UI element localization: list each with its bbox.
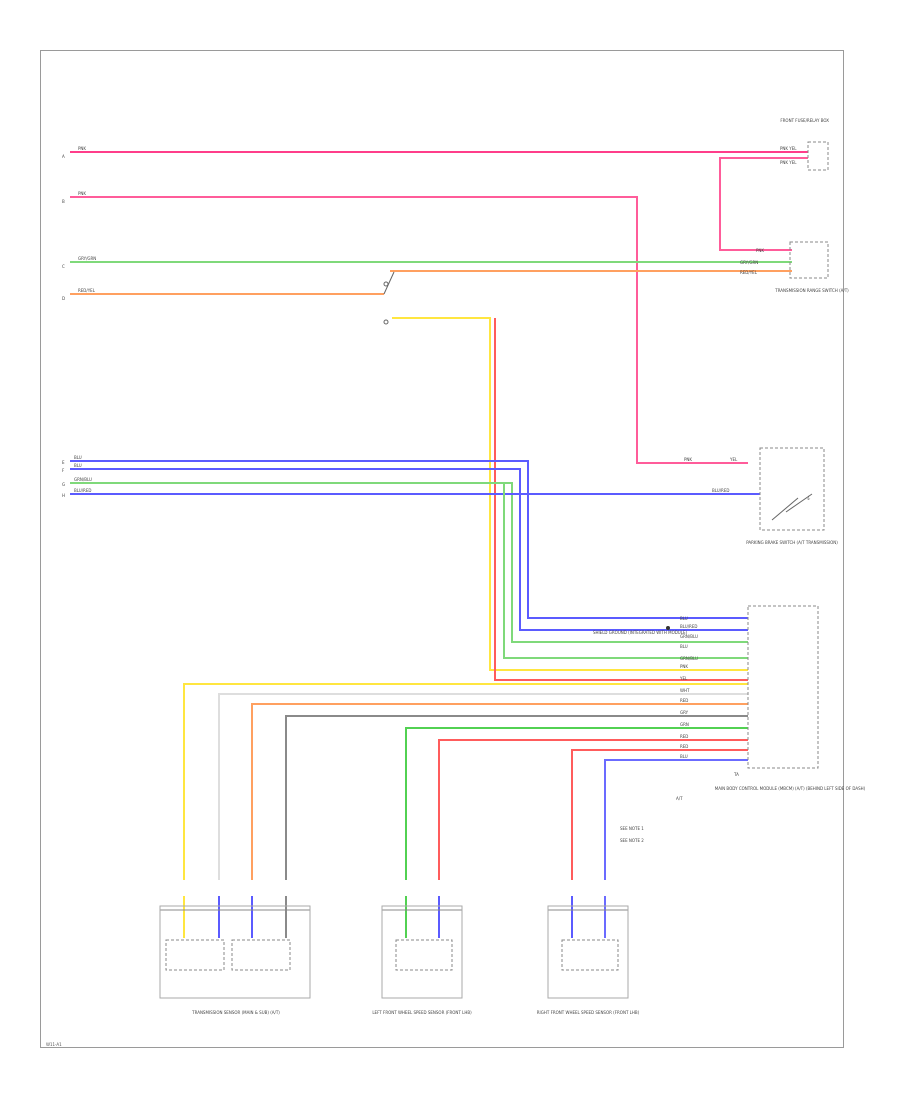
wire-label-g: GRN/BLU xyxy=(74,477,92,482)
module-note-3: SEE NOTE 2 xyxy=(620,838,644,843)
wires xyxy=(70,151,808,938)
wire-red-down xyxy=(494,318,748,681)
fuse-box-pin-2: PNK YEL xyxy=(780,160,797,165)
mod-pin-8: RED xyxy=(680,698,688,703)
mod-pin-7: WHT xyxy=(680,688,690,693)
sensor-right-group: RIGHT FRONT WHEEL SPEED SENSOR (FRONT LH… xyxy=(537,905,640,1015)
mod-pin-12: RED xyxy=(680,744,688,749)
left-wire-labels: A PNK B PNK C GRY/GRN D RED/YEL E BLU F … xyxy=(62,146,96,498)
side-label-f: F xyxy=(62,468,65,473)
mod-pin-1: BLU/RED xyxy=(680,624,697,629)
module-note-1: SHIELD GROUND (INTEGRATED WITH MODULE) xyxy=(593,630,688,635)
side-label-e: E xyxy=(62,460,65,465)
wire-sensor-org xyxy=(251,703,748,880)
diagram-frame xyxy=(40,50,844,1048)
mod-pin-0: BLU xyxy=(680,616,688,621)
sensor-mid-name: LEFT FRONT WHEEL SPEED SENSOR (FRONT LHB… xyxy=(372,1010,472,1015)
module-bottom-2: TA xyxy=(733,772,739,777)
fuse-box: FRONT FUSE/RELAY BOX PNK YEL PNK YEL xyxy=(780,118,829,171)
mod-pin-5: PNK xyxy=(680,664,688,669)
mod-pin-13: BLU xyxy=(680,754,688,759)
wire-right-blu xyxy=(604,759,748,880)
side-label-c: C xyxy=(62,264,65,269)
trans-pin-2: GRY/GRN xyxy=(740,260,758,265)
switch-symbol: ⏚ xyxy=(806,495,811,502)
sensor-mid-group: LEFT FRONT WHEEL SPEED SENSOR (FRONT LHB… xyxy=(372,905,472,1015)
side-label-g: G xyxy=(62,482,65,487)
sensor-left-name: TRANSMISSION SENSOR (MAIN & SUB) (A/T) xyxy=(191,1010,280,1015)
sensor-right-name: RIGHT FRONT WHEEL SPEED SENSOR (FRONT LH… xyxy=(537,1010,640,1015)
wire-label-d: RED/YEL xyxy=(78,288,96,293)
mod-pin-9: GRY xyxy=(680,710,689,715)
mod-pin-10: GRN xyxy=(680,722,689,727)
parking-brake-switch: ⏚ PNK YEL BLU/RED PARKING BRAKE SWITCH (… xyxy=(684,447,838,545)
wire-mid-grn xyxy=(405,727,748,880)
mod-pin-6: YEL xyxy=(679,676,688,681)
park-switch-name: PARKING BRAKE SWITCH (A/T TRANSMISSION) xyxy=(746,540,838,545)
mod-pin-3: BLU xyxy=(680,644,688,649)
module-pin-labels: BLU BLU/RED GRN/BLU BLU GRN/BLU PNK YEL … xyxy=(679,616,698,759)
trans-pin-3: RED/YEL xyxy=(740,270,758,275)
wire-g2 xyxy=(503,483,748,659)
module-ground-dot xyxy=(666,626,670,630)
main-module-name: MAIN BODY CONTROL MODULE (MBCM) (A/T) (B… xyxy=(715,786,866,791)
wire-mid-red xyxy=(438,739,748,880)
side-label-a: A xyxy=(62,154,65,159)
mod-pin-11: RED xyxy=(680,734,688,739)
mod-pin-4: GRN/BLU xyxy=(680,656,698,661)
wire-label-b: PNK xyxy=(78,191,86,196)
park-pin-3: BLU/RED xyxy=(712,488,729,493)
wire-label-h: BLU/RED xyxy=(74,488,91,493)
wire-label-f: BLU xyxy=(74,463,82,468)
wire-sensor-wht xyxy=(218,693,748,880)
wire-g-grn xyxy=(70,482,748,643)
park-pin-1: PNK xyxy=(684,457,692,462)
wire-right-red xyxy=(571,749,748,880)
wire-e-blu xyxy=(70,460,748,619)
trans-sensor-name: TRANSMISSION RANGE SWITCH (A/T) xyxy=(774,288,849,293)
wire-sensor-gry xyxy=(285,715,748,880)
wire-label-c: GRY/GRN xyxy=(78,256,96,261)
side-label-h: H xyxy=(62,493,65,498)
trans-pin-1: PNK xyxy=(756,248,764,253)
wire-sensor-yel xyxy=(183,683,748,880)
sensor-left-group: TRANSMISSION SENSOR (MAIN & SUB) (A/T) xyxy=(159,905,311,1015)
fuse-box-name: FRONT FUSE/RELAY BOX xyxy=(780,118,829,123)
main-module: BLU BLU/RED GRN/BLU BLU GRN/BLU PNK YEL … xyxy=(593,605,866,843)
side-label-d: D xyxy=(62,296,65,301)
wire-b-pnk xyxy=(70,196,748,464)
module-note-2: SEE NOTE 1 xyxy=(620,826,644,831)
wire-label-a: PNK xyxy=(78,146,86,151)
page-id: W11-A1 xyxy=(46,1042,62,1047)
side-label-b: B xyxy=(62,199,65,204)
wire-label-e: BLU xyxy=(74,455,82,460)
junction-switch xyxy=(383,271,395,325)
wire-fuse-to-trans xyxy=(719,157,808,251)
mod-pin-2: GRN/BLU xyxy=(680,634,698,639)
wire-f-blu xyxy=(70,468,748,631)
module-bottom-1: A/T xyxy=(676,796,683,801)
park-pin-2: YEL xyxy=(729,457,738,462)
fuse-box-pin-1: PNK YEL xyxy=(780,146,797,151)
trans-range-switch: PNK GRY/GRN RED/YEL TRANSMISSION RANGE S… xyxy=(740,241,849,293)
